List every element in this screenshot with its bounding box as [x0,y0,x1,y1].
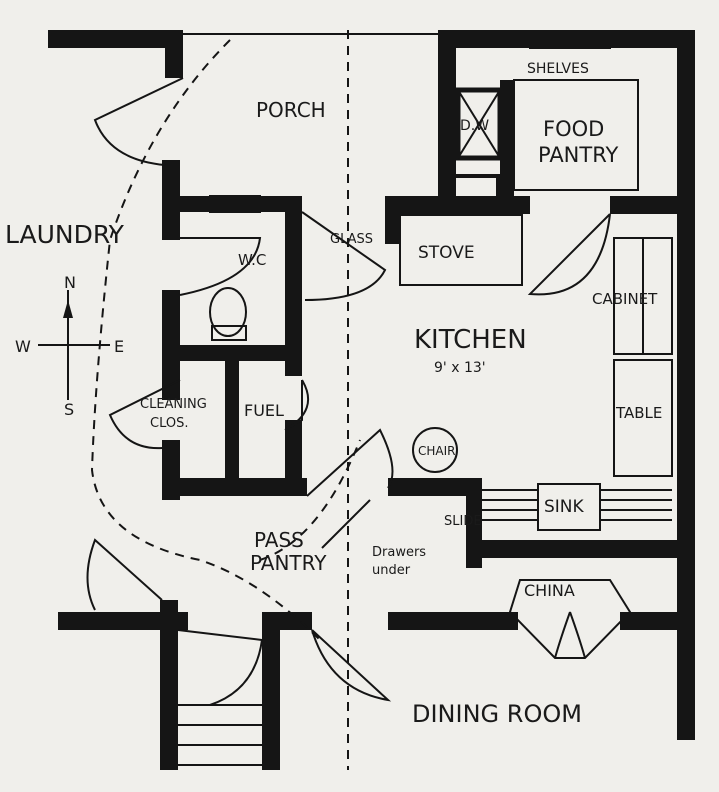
door-swings [86,77,611,706]
wc-window [209,195,261,213]
dining-door [311,629,392,702]
dumbwaiter-box [455,87,503,161]
wall-pantry-bottom-right [610,196,695,214]
label-kitchen-size: 9' x 13' [434,360,486,376]
stair-door [177,629,264,706]
fuel-door [284,379,310,431]
wall-wc-right [285,196,302,376]
label-food: FOOD [543,117,604,141]
compass-arrow-icon [63,300,73,318]
wall-fuel-right [285,420,302,496]
toilet-tank [211,325,247,341]
shelves-line [513,79,639,191]
label-stove: STOVE [418,243,475,263]
compass: N S W E [15,273,124,419]
chair-symbol [412,427,458,473]
wall-pantry-inner [500,80,514,210]
wall-kitchen-bottom [388,478,468,496]
toilet-bowl [209,287,247,337]
circulation-paths [90,30,361,770]
pass-route [259,439,361,561]
wall-china-top [466,540,695,558]
compass-e: E [114,337,124,356]
label-chair: CHAIR [418,444,456,458]
label-cabinet: CABINET [592,290,658,308]
wall-top-right [438,30,695,48]
cleaning-door [108,379,181,450]
label-cleaning: CLEANING [140,397,207,412]
compass-w: W [15,337,31,356]
dumbwaiter-base [450,174,500,200]
wall-top-left [48,30,183,48]
label-shelves: SHELVES [527,61,589,77]
wall-wc-top [162,196,302,212]
wall-pantry-bottom [385,196,530,214]
label-pass-pantry: PANTRY [250,551,327,575]
wall-upper-left-stub [165,30,183,78]
label-wc: W.C [238,251,266,269]
room-labels: PORCH LAUNDRY SHELVES D.W FOOD PANTRY GL… [5,61,662,728]
label-dining-room: DINING ROOM [412,700,582,728]
wall-closet-divider [225,345,239,485]
pantry-door [527,213,611,296]
pass-door-west [86,538,163,611]
compass-s: S [64,400,74,419]
compass-n: N [64,273,76,292]
wall-pantry-left [438,30,456,212]
wc-door [179,237,262,296]
sink-box [537,483,601,531]
label-dw: D.W [460,118,489,134]
pass-door-kitchen [306,428,394,497]
label-china: CHINA [524,581,575,600]
laundry-door [93,77,184,166]
wall-dining-top-left [58,612,188,630]
label-kitchen: KITCHEN [414,325,527,355]
wall-stair-right [262,612,280,770]
wall-dining-top-right [388,612,518,630]
wall-stair-left [160,600,178,770]
wall-pass-top [162,478,307,496]
laundry-route [90,39,321,641]
glass-door [301,211,387,301]
sink-drainboards [482,489,672,521]
label-drawers: Drawers [372,545,426,560]
stove-box [399,214,523,286]
label-slide: SLIDE [444,514,482,529]
label-sink: SINK [544,497,585,517]
label-drawers-under: under [372,563,411,578]
label-fuel: FUEL [244,401,284,420]
label-table: TABLE [615,404,662,422]
label-food-pantry: PANTRY [538,143,618,167]
label-clos: CLOS. [150,416,188,431]
wall-china-right [620,612,695,630]
label-porch: PORCH [256,98,326,122]
china-doors [554,611,586,659]
fixtures [178,31,687,766]
label-glass: GLASS [330,232,373,247]
wall-kitchen-left-stub [385,196,401,244]
stairs [178,704,262,766]
table-box [613,359,673,477]
label-pass: PASS [254,528,304,552]
label-laundry: LAUNDRY [5,220,125,249]
